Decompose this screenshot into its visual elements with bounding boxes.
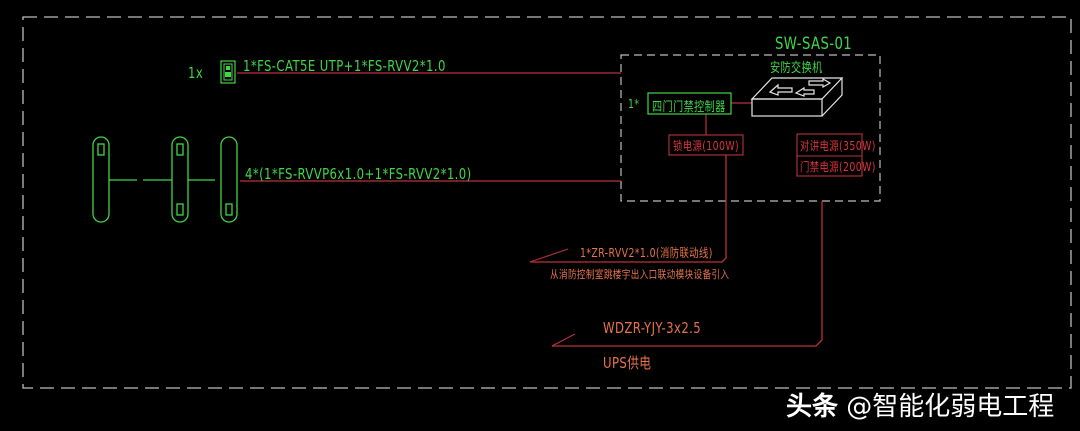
access-power-label: 门禁电源(200W) xyxy=(800,160,876,174)
gate-cable-label: 4*(1*FS-RVVP6x1.0+1*FS-RVV2*1.0) xyxy=(245,165,472,183)
controller-box xyxy=(647,92,732,115)
fire-link-wire xyxy=(530,155,727,263)
watermark-account: @智能化弱电工程 xyxy=(846,392,1055,422)
lock-power-label: 锁电源(100W) xyxy=(673,139,740,153)
fire-link-note: 从消防控制室跳楼宇出入口联动模块设备引入 xyxy=(550,268,730,281)
turnstile-gate-icon xyxy=(92,136,238,223)
outer-frame xyxy=(22,16,1072,389)
switch-label: 安防交换机 xyxy=(770,61,823,76)
fire-link-arrow xyxy=(529,248,569,263)
controller-label: 四门门禁控制器 xyxy=(652,100,726,115)
ups-cable-label: WDZR-YJY-3x2.5 xyxy=(603,319,702,337)
card-reader-icon xyxy=(220,60,236,84)
watermark-platform: 头条 xyxy=(786,392,839,422)
fire-link-cable-label: 1*ZR-RVV2*1.0(消防联动线) xyxy=(580,246,713,260)
ups-arrow xyxy=(551,333,576,347)
intercom-power-label: 对讲电源(350W) xyxy=(800,139,876,153)
cabinet-id: SW-SAS-01 xyxy=(775,34,853,54)
cabinet-box xyxy=(620,54,881,202)
ups-note: UPS供电 xyxy=(603,354,652,372)
ups-wire xyxy=(552,201,823,347)
reader-qty: 1x xyxy=(188,64,204,82)
watermark: 头条 @智能化弱电工程 xyxy=(786,386,1054,423)
lock-power-box xyxy=(668,134,744,156)
controller-qty: 1* xyxy=(628,97,640,111)
reader-cable-label: 1*FS-CAT5E UTP+1*FS-RVV2*1.0 xyxy=(243,57,446,75)
network-switch-icon xyxy=(750,77,844,117)
power-supply-box xyxy=(796,133,863,177)
